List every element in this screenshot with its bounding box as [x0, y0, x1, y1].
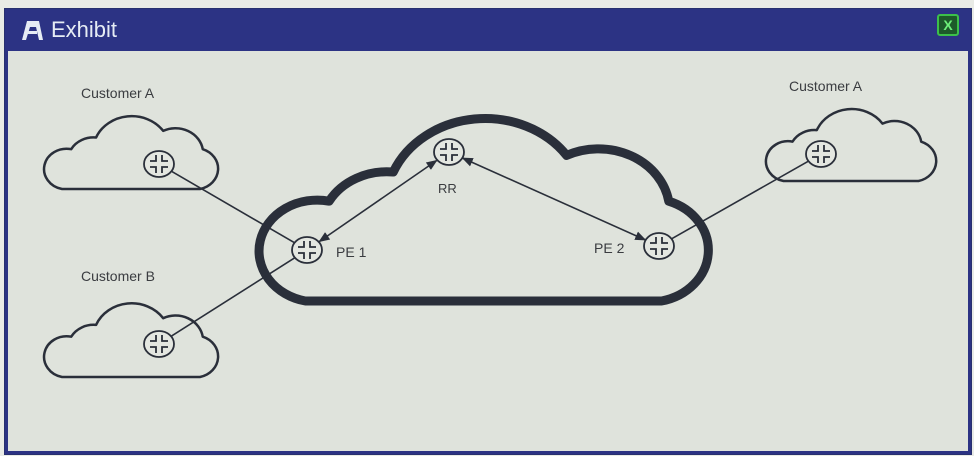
- label-pe1: PE 1: [336, 244, 367, 260]
- router-pe1-icon[interactable]: [291, 236, 323, 264]
- router-pe2-icon[interactable]: [643, 232, 675, 260]
- exhibit-window: Exhibit X Customer A Customer B Customer…: [4, 8, 972, 455]
- router-customer-a-right-icon[interactable]: [805, 140, 837, 168]
- label-customer-b: Customer B: [81, 268, 155, 284]
- label-pe2: PE 2: [594, 240, 625, 256]
- label-customer-a-right: Customer A: [789, 78, 863, 94]
- close-button[interactable]: X: [937, 14, 959, 36]
- label-customer-a-left: Customer A: [81, 85, 155, 101]
- title-bar: Exhibit X: [5, 9, 971, 51]
- link-rr-pe2: [461, 157, 647, 241]
- link-customer_b-pe1: [171, 257, 295, 337]
- close-icon: X: [943, 17, 953, 33]
- link-pe2-customer_a_right: [671, 160, 809, 240]
- network-diagram: Customer A Customer B Customer A RR PE 1…: [8, 78, 968, 451]
- cloud-customer-a-left: [44, 116, 218, 189]
- cloud-customer-a-right: [766, 109, 936, 181]
- router-rr-icon[interactable]: [433, 138, 465, 166]
- router-customer-a-left-icon[interactable]: [143, 150, 175, 178]
- window-title: Exhibit: [51, 17, 118, 42]
- link-customer_a_left-pe1: [171, 170, 295, 244]
- cloud-provider-core: [259, 119, 708, 301]
- diagram-area: Customer A Customer B Customer A RR PE 1…: [8, 51, 968, 451]
- cloud-customer-b: [44, 303, 218, 377]
- router-customer-b-icon[interactable]: [143, 330, 175, 358]
- link-pe1-rr: [318, 159, 438, 243]
- exhibit-logo-icon: [22, 21, 43, 40]
- label-rr: RR: [438, 181, 457, 196]
